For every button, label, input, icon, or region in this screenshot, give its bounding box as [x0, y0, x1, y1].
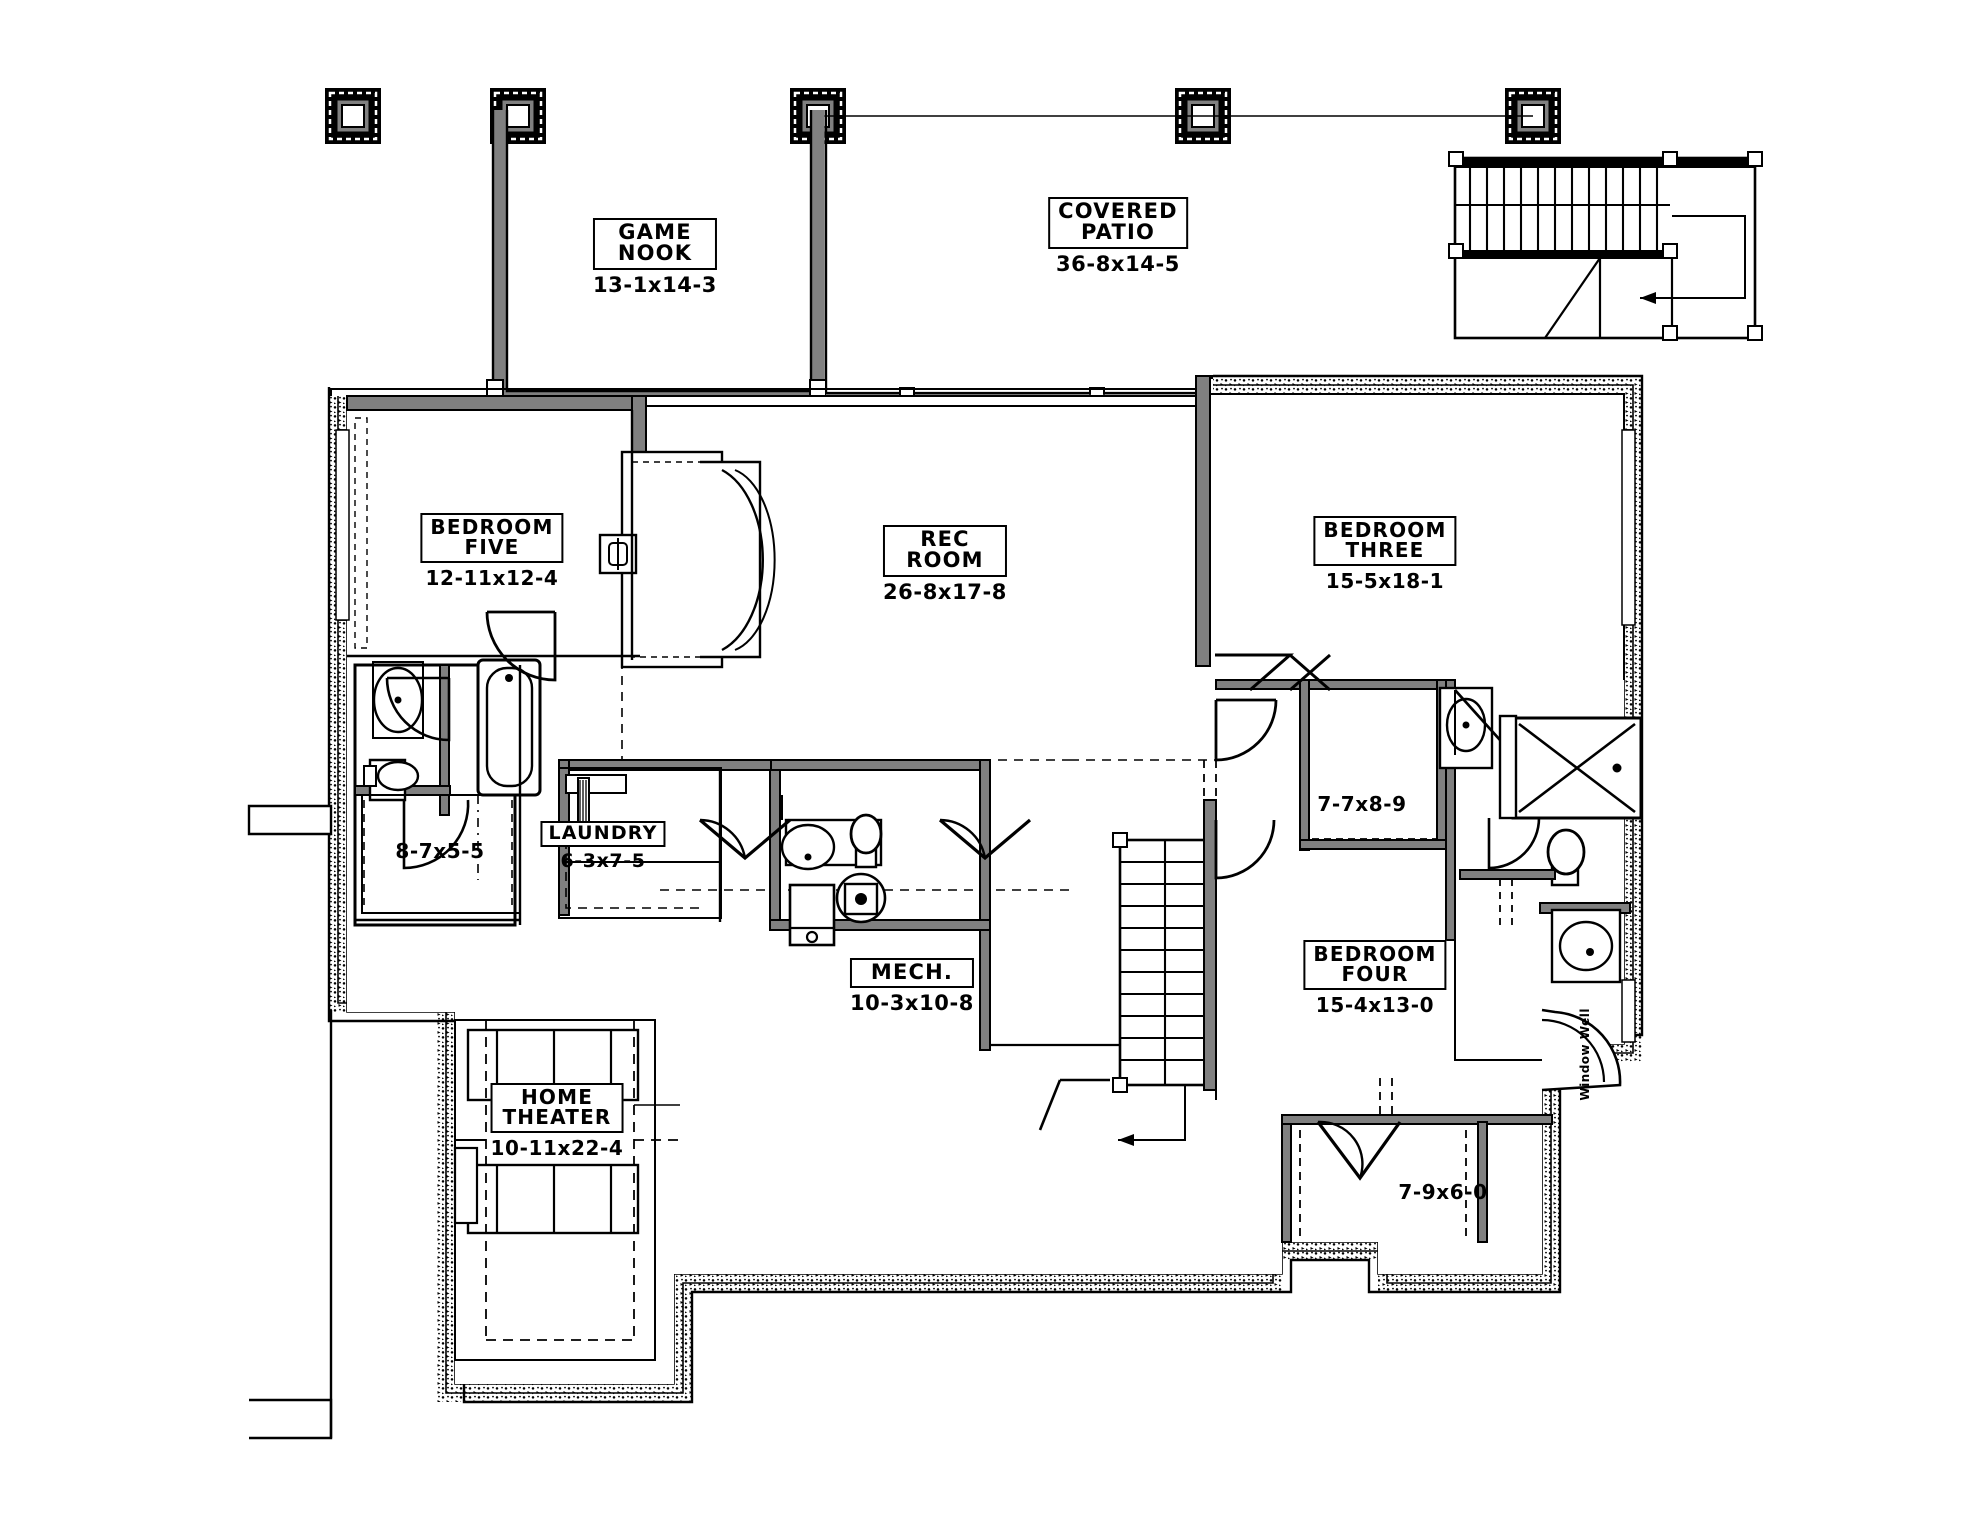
room-label-box: LAUNDRY [540, 821, 666, 848]
room-label-rec-room: REC ROOM 26-8x17-8 [882, 525, 1008, 604]
room-label-laundry: LAUNDRY 6-3x7-5 [540, 821, 666, 873]
bedroom-three-bath [1308, 686, 1494, 840]
room-dimension: 10-11x22-4 [490, 1135, 624, 1160]
bedroom-three-doors[interactable] [1214, 653, 1502, 880]
room-dimension: 15-5x18-1 [1325, 568, 1445, 593]
room-label-bedroom-four: BEDROOM FOUR 15-4x13-0 [1303, 940, 1447, 1017]
room-label-game-nook: GAME NOOK 13-1x14-3 [592, 218, 718, 297]
top-wall-rec-room [645, 395, 1207, 407]
room-dimension: 12-11x12-4 [425, 565, 559, 590]
room-dimension: 13-1x14-3 [592, 272, 718, 297]
exterior-deck-stairs[interactable] [1448, 151, 1763, 341]
room-label-covered-patio: COVERED PATIO 36-8x14-5 [1048, 197, 1188, 276]
dimension-closet-bed-five: 8-7x5-5 [395, 839, 485, 863]
dimension-bath-bed-three: 7-7x8-9 [1317, 792, 1407, 816]
room-dimension: 15-4x13-0 [1315, 992, 1435, 1017]
room-label-box: HOME THEATER [490, 1083, 624, 1133]
room-label-box: BEDROOM FOUR [1303, 940, 1447, 990]
room-label-box: COVERED PATIO [1048, 197, 1188, 249]
bedroom-five-door[interactable] [485, 610, 557, 682]
interior-staircase[interactable] [1038, 760, 1217, 1146]
room-dimension: 10-3x10-8 [849, 991, 975, 1016]
powder-room [780, 813, 883, 871]
room-dimension: 26-8x17-8 [882, 579, 1008, 604]
room-label-home-theater: HOME THEATER 10-11x22-4 [490, 1083, 624, 1160]
dimension-closet-bed-four: 7-9x6-0 [1398, 1180, 1488, 1204]
bedroom-three-ensuite-right [1459, 714, 1643, 984]
doors-central[interactable] [698, 795, 1032, 861]
interior-partition-lines [347, 410, 1217, 1100]
mech-equipment [788, 872, 887, 947]
room-dimension: 6-3x7-5 [560, 850, 646, 873]
room-label-box: REC ROOM [882, 525, 1008, 577]
room-label-mech: MECH. 10-3x10-8 [849, 958, 975, 1016]
room-dimension: 36-8x14-5 [1055, 251, 1181, 276]
room-label-box: BEDROOM THREE [1313, 516, 1457, 566]
bedroom-four-room [1281, 940, 1553, 1243]
room-label-box: GAME NOOK [592, 218, 718, 270]
exterior-windows [335, 429, 1636, 1043]
room-label-box: BEDROOM FIVE [420, 513, 564, 563]
window-well-bay [1541, 1008, 1622, 1092]
left-exterior-stoop [247, 804, 333, 1440]
window-well-annotation: Window Well [1578, 1008, 1592, 1101]
room-label-bedroom-five: BEDROOM FIVE 12-11x12-4 [420, 513, 564, 590]
room-label-bedroom-three: BEDROOM THREE 15-5x18-1 [1313, 516, 1457, 593]
rec-room-shower-enclosure [598, 450, 776, 669]
bedroom-three-upper-wall [1195, 375, 1560, 667]
room-label-box: MECH. [849, 958, 975, 989]
